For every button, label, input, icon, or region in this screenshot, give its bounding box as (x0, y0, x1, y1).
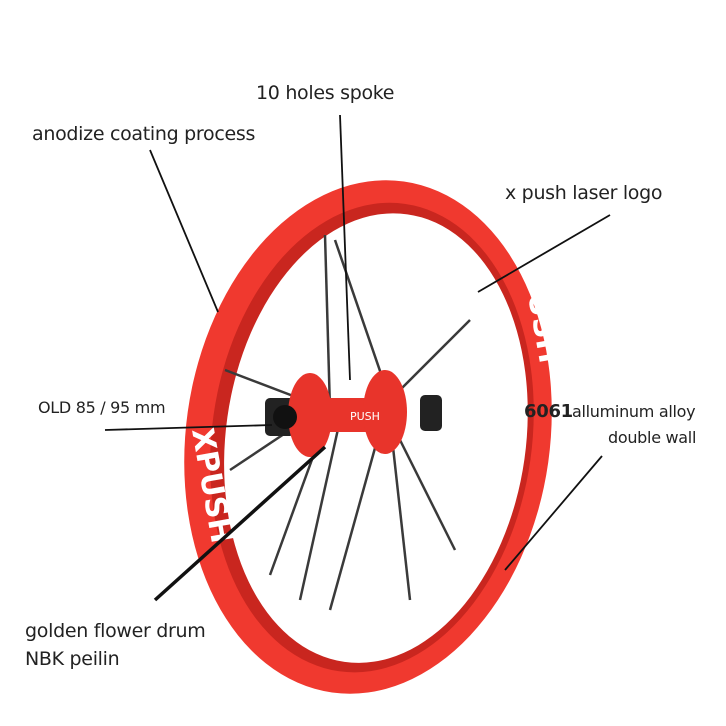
label-alloy: alluminum alloy (572, 402, 696, 421)
label-alloy-number: 6061 (524, 401, 573, 422)
spokes (224, 234, 471, 611)
callout-lines (104, 114, 611, 602)
label-drum: golden flower drum (25, 620, 206, 642)
label-spoke: 10 holes spoke (256, 82, 395, 104)
label-drum-brand: NBK peilin (25, 648, 120, 670)
label-logo: x push laser logo (505, 182, 663, 204)
label-coating: anodize coating process (32, 123, 256, 145)
label-old: OLD 85 / 95 mm (38, 398, 166, 417)
label-alloy-wall: double wall (608, 428, 697, 447)
hub: PUSH (265, 370, 442, 457)
svg-text:PUSH: PUSH (350, 410, 380, 423)
